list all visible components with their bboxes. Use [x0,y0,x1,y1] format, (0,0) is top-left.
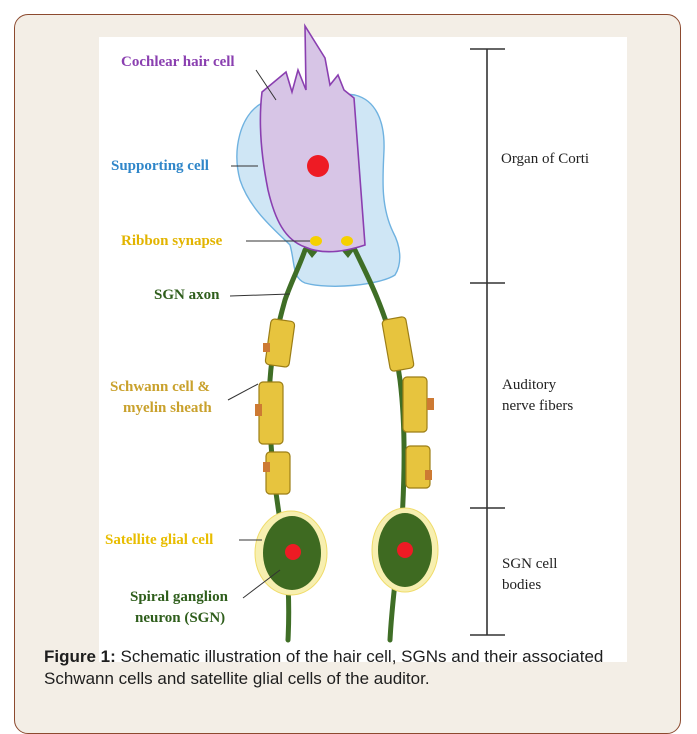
label-sgn-line1: Spiral ganglion [130,589,229,605]
label-ribbon-synapse: Ribbon synapse [121,233,223,249]
region-sgn-cell-line2: bodies [502,577,541,593]
ribbon-synapse-right [341,236,353,246]
region-auditory-line2: nerve fibers [502,398,573,414]
label-schwann-line2: myelin sheath [123,400,212,416]
caption-label: Figure 1: [44,647,116,666]
figure-caption: Figure 1: Schematic illustration of the … [44,646,664,690]
label-sgn-axon: SGN axon [154,287,220,303]
region-organ-of-corti: Organ of Corti [501,151,589,167]
label-satellite-glial-cell: Satellite glial cell [105,532,213,548]
sgn-cell-body-right [372,508,438,592]
hair-cell-diagram: Cochlear hair cell Supporting cell Ribbo… [0,0,697,717]
label-supporting-cell: Supporting cell [111,158,209,174]
schwann-cells-left [255,319,295,494]
region-sgn-cell-line1: SGN cell [502,556,557,572]
label-schwann-line1: Schwann cell & [110,379,210,395]
label-sgn-line2: neuron (SGN) [135,610,225,626]
hair-cell-nucleus [307,155,329,177]
sgn-cell-body-left [255,511,327,595]
ribbon-synapse-left [310,236,322,246]
cochlear-hair-cell-shape [260,26,365,252]
region-scale-bar [470,49,505,635]
label-cochlear-hair-cell: Cochlear hair cell [121,54,235,70]
region-auditory-line1: Auditory [502,377,557,393]
schwann-cells-right [382,316,434,488]
caption-text: Schematic illustration of the hair cell,… [44,647,603,688]
